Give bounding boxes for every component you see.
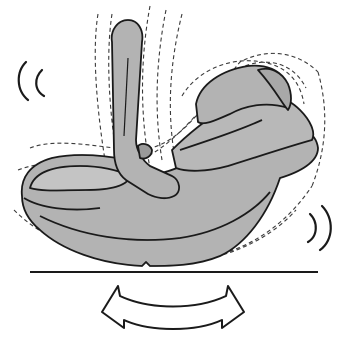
motion-line-right-outer [320, 206, 331, 250]
motion-lines-icon [19, 62, 44, 100]
shell-ghost-right [312, 72, 325, 186]
handle-ghost-right-inner [157, 10, 166, 160]
motion-lines-right-icon [308, 206, 331, 250]
car-seat-shell [22, 66, 318, 266]
handle-ghost-left [95, 14, 108, 178]
motion-line-left-outer [19, 62, 28, 100]
handle-pivot [138, 144, 152, 159]
rocking-arrow-icon [102, 286, 244, 329]
motion-line-right-inner [308, 214, 316, 242]
motion-line-left-inner [36, 70, 44, 96]
